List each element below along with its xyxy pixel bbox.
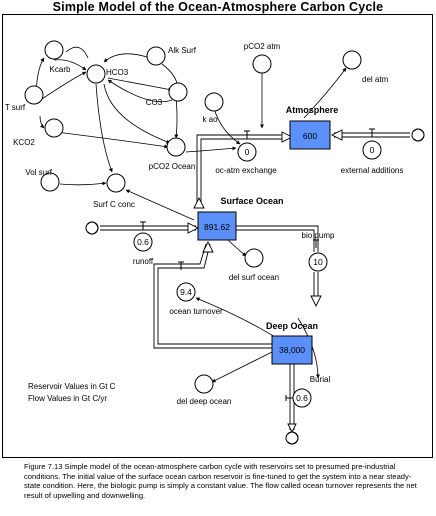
flow-arrowheads <box>187 129 343 434</box>
converter-pco2-atm <box>252 54 272 74</box>
figure-caption: Figure 7.13 Simple model of the ocean-at… <box>24 462 417 500</box>
converter-del-surf-ocean <box>244 248 264 268</box>
k-ao-label: k ao <box>202 115 218 124</box>
kcarb-label: Kcarb <box>50 65 71 74</box>
cloud-external <box>411 128 425 142</box>
vol-surf-label: Vol surf <box>25 168 52 177</box>
stock-surface-ocean[interactable]: 891.62 Surface Ocean <box>197 196 284 241</box>
external-additions-value: 0 <box>370 145 375 155</box>
runoff-value: 0.6 <box>137 237 149 247</box>
converter-surf-c-conc <box>106 173 126 193</box>
surf-c-conc-label: Surf C conc <box>93 200 135 209</box>
flow-pipes <box>100 132 410 430</box>
cloud-runoff <box>85 221 99 235</box>
burial-value: 0.6 <box>296 393 308 403</box>
bio-pump-value: 10 <box>313 257 323 267</box>
diagram-title: Simple Model of the Ocean-Atmosphere Car… <box>52 0 384 14</box>
surface-ocean-label: Surface Ocean <box>220 196 283 206</box>
pco2-atm-label: pCO2 atm <box>244 42 281 51</box>
oc-atm-exchange-value: 0 <box>245 147 250 157</box>
external-additions-label: external additions <box>341 166 404 175</box>
stock-atmosphere[interactable]: 600 Atmosphere <box>286 105 339 150</box>
oc-atm-exchange-label: oc-atm exchange <box>215 166 277 175</box>
converter-pco2-ocean <box>166 137 186 157</box>
kco2-label: KCO2 <box>13 138 35 147</box>
atmosphere-label: Atmosphere <box>286 105 339 115</box>
ocean-turnover-value: 9.4 <box>180 287 192 297</box>
deep-ocean-label: Deep Ocean <box>266 321 318 331</box>
runoff-label: runoff <box>133 257 154 266</box>
converter-del-deep-ocean <box>194 374 214 394</box>
stock-deep-ocean[interactable]: 38,000 Deep Ocean <box>266 321 318 365</box>
converter-kco2 <box>44 118 64 138</box>
del-surf-ocean-label: del surf ocean <box>229 273 279 282</box>
atmosphere-value: 600 <box>303 131 317 141</box>
converter-kcarb <box>44 40 64 60</box>
flow-valves <box>140 128 375 401</box>
units-note-flow: Flow Values in Gt C/yr <box>28 394 107 403</box>
cloud-burial <box>285 431 299 445</box>
converter-alk-surf <box>146 46 166 66</box>
hco3-label: HCO3 <box>106 68 129 77</box>
converter-del-atm <box>342 50 362 70</box>
flow-value-circles <box>133 140 382 408</box>
converter-t-surf <box>24 85 44 105</box>
connector-links <box>35 46 347 383</box>
t-surf-label: T surf <box>5 103 26 112</box>
deep-ocean-value: 38,000 <box>279 345 305 355</box>
diagram-frame <box>2 14 433 458</box>
del-atm-label: del atm <box>362 75 389 84</box>
burial-label: Burial <box>310 375 331 384</box>
converter-circles <box>24 40 362 394</box>
alk-surf-label: Alk Surf <box>168 46 197 55</box>
bio-pump-label: bio pump <box>302 231 335 240</box>
surface-ocean-value: 891.62 <box>204 222 230 232</box>
converter-co3 <box>168 82 188 102</box>
ocean-turnover-label: ocean turnover <box>169 307 223 316</box>
co3-label: CO3 <box>146 98 163 107</box>
converter-k-ao <box>204 92 224 112</box>
del-deep-ocean-label: del deep ocean <box>177 397 232 406</box>
units-note-reservoir: Reservoir Values in Gt C <box>28 382 116 391</box>
pco2-ocean-label: pCO2 Ocean <box>149 162 196 171</box>
converter-vol-surf <box>40 172 60 192</box>
converter-hco3 <box>86 64 106 84</box>
